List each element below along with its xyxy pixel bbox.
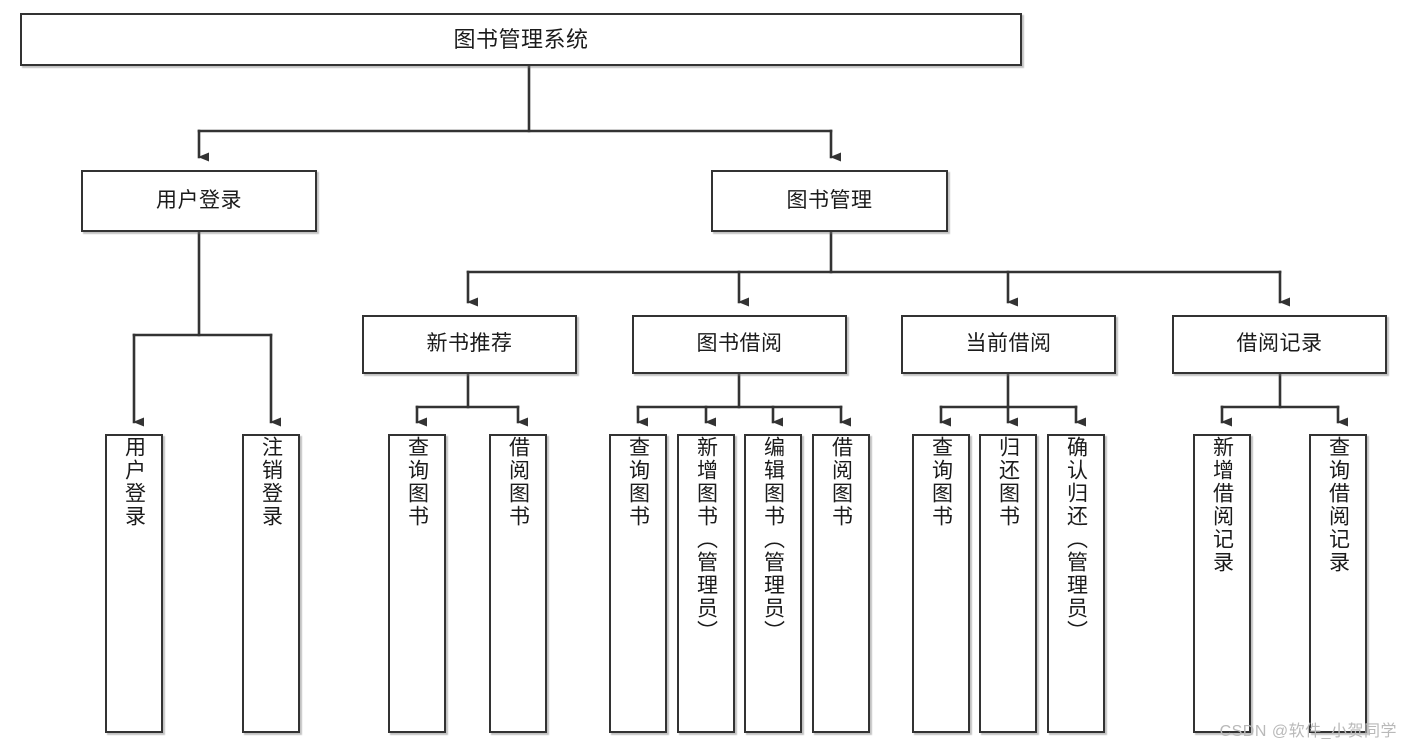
node-book-management[interactable]: 图书管理: [711, 170, 948, 232]
node-label: 查询图书: [626, 436, 650, 528]
node-borrow-records[interactable]: 借阅记录: [1172, 315, 1387, 374]
leaf-borrow-record-query-record[interactable]: 查询借阅记录: [1309, 434, 1367, 733]
leaf-new-book-borrow-books[interactable]: 借阅图书: [489, 434, 547, 733]
node-label: 当前借阅: [965, 332, 1052, 356]
node-label: 新书推荐: [426, 332, 513, 356]
leaf-user-login-logout[interactable]: 注销登录: [242, 434, 300, 733]
node-label: 查询借阅记录: [1326, 436, 1350, 574]
node-new-book-recommendation[interactable]: 新书推荐: [362, 315, 577, 374]
leaf-book-borrow-edit-book-admin[interactable]: 编辑图书（管理员）: [744, 434, 802, 733]
node-label: 编辑图书（管理员）: [761, 436, 785, 643]
leaf-book-borrow-query-books[interactable]: 查询图书: [609, 434, 667, 733]
node-current-borrowing[interactable]: 当前借阅: [901, 315, 1116, 374]
node-user-login[interactable]: 用户登录: [81, 170, 317, 232]
leaf-user-login-login[interactable]: 用户登录: [105, 434, 163, 733]
leaf-current-borrow-confirm-return-admin[interactable]: 确认归还（管理员）: [1047, 434, 1105, 733]
node-label: 新增借阅记录: [1210, 436, 1234, 574]
node-label: 图书管理: [786, 188, 873, 212]
leaf-book-borrow-borrow-books[interactable]: 借阅图书: [812, 434, 870, 733]
node-label: 用户登录: [156, 188, 242, 212]
node-label: 新增图书（管理员）: [694, 436, 718, 643]
node-label: 借阅记录: [1236, 332, 1323, 356]
node-label: 图书借阅: [696, 332, 783, 356]
leaf-book-borrow-add-book-admin[interactable]: 新增图书（管理员）: [677, 434, 735, 733]
node-label: 确认归还（管理员）: [1064, 436, 1088, 643]
node-label: 归还图书: [996, 436, 1020, 528]
leaf-borrow-record-add-record[interactable]: 新增借阅记录: [1193, 434, 1251, 733]
node-root-library-management-system[interactable]: 图书管理系统: [20, 13, 1022, 66]
node-label: 查询图书: [929, 436, 953, 528]
node-label: 借阅图书: [829, 436, 853, 528]
node-label: 图书管理系统: [453, 26, 589, 52]
leaf-new-book-query-books[interactable]: 查询图书: [388, 434, 446, 733]
node-label: 注销登录: [259, 436, 283, 528]
leaf-current-borrow-query-books[interactable]: 查询图书: [912, 434, 970, 733]
node-label: 查询图书: [405, 436, 429, 528]
leaf-current-borrow-return-books[interactable]: 归还图书: [979, 434, 1037, 733]
node-label: 借阅图书: [506, 436, 530, 528]
node-label: 用户登录: [122, 436, 146, 528]
node-book-borrowing[interactable]: 图书借阅: [632, 315, 847, 374]
